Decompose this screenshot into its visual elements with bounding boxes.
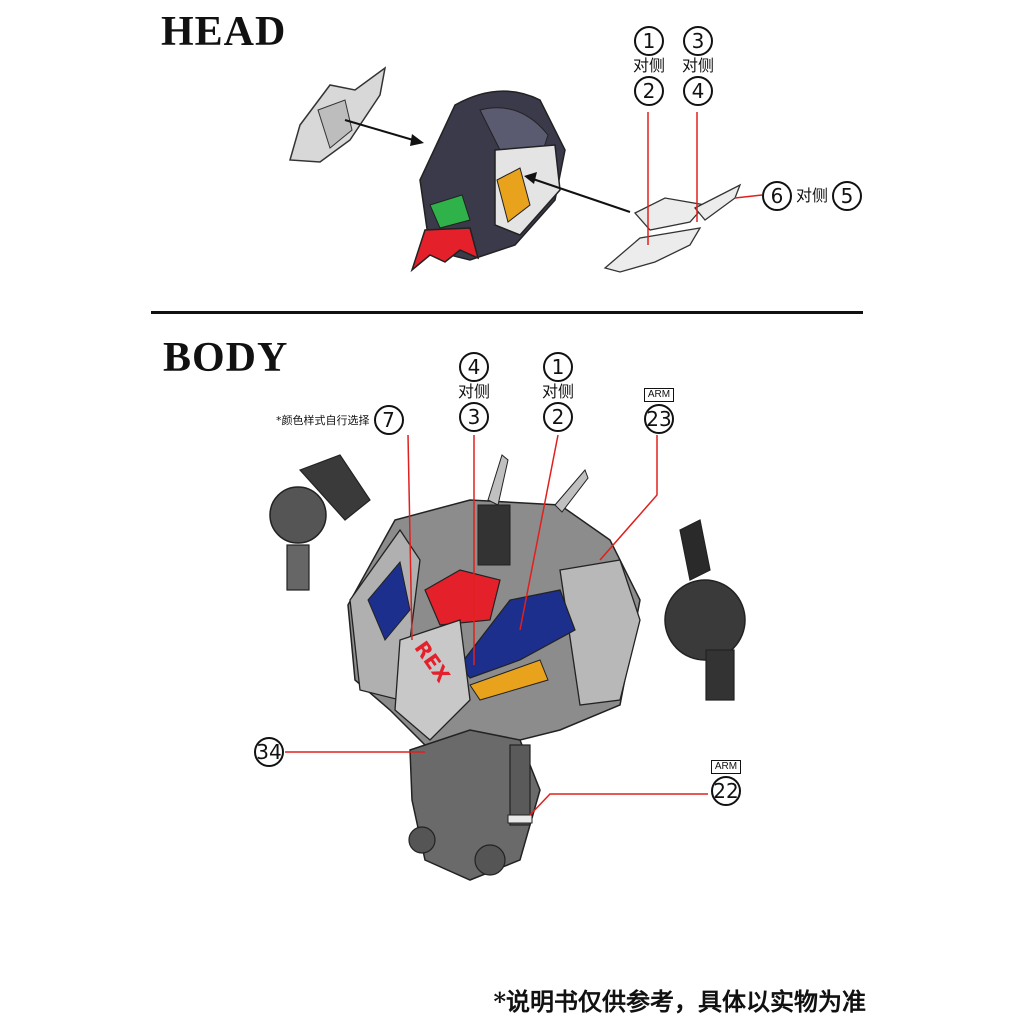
- head-helmet: [410, 90, 566, 273]
- part-number: 22: [711, 776, 741, 806]
- head-callout-pair: 6 对侧 5: [762, 181, 863, 211]
- body-torso: [269, 454, 746, 881]
- body-callout-34: 34: [254, 737, 284, 767]
- part-number: 1: [543, 352, 573, 382]
- part-number: 1: [634, 26, 664, 56]
- head-leader-lines: [647, 112, 763, 245]
- body-leader-lines: [285, 434, 708, 816]
- part-number: 4: [459, 352, 489, 382]
- arm-tag: ARM: [643, 388, 675, 402]
- opposite-side-label: 对侧: [541, 382, 574, 401]
- part-number: 6: [762, 181, 792, 211]
- arm-tag: ARM: [710, 760, 742, 774]
- opposite-side-label: 对侧: [632, 56, 665, 75]
- body-callout-4-3: 4 对侧 3: [452, 352, 496, 432]
- color-style-note: *颜色样式自行选择: [276, 414, 370, 427]
- part-number: 4: [683, 76, 713, 106]
- body-callout-arm-23: ARM 23: [637, 388, 681, 434]
- part-number: 34: [254, 737, 284, 767]
- body-callout-arm-22: ARM 22: [704, 760, 748, 806]
- arrow-line: [344, 119, 421, 143]
- body-callout-1-2: 1 对侧 2: [536, 352, 580, 432]
- head-callout-1: 1 对侧 2: [627, 26, 671, 106]
- head-fin-parts: [603, 183, 742, 273]
- body-title: BODY: [163, 335, 289, 381]
- head-title: HEAD: [161, 9, 287, 55]
- disclaimer-footer: *说明书仅供参考，具体以实物为准: [493, 987, 866, 1016]
- part-number: 2: [543, 402, 573, 432]
- head-callout-2: 3 对侧 4: [676, 26, 720, 106]
- part-number: 3: [459, 402, 489, 432]
- opposite-side-label: 对侧: [796, 186, 829, 205]
- part-number: 3: [683, 26, 713, 56]
- head-side-part: [289, 66, 387, 163]
- section-divider: [151, 311, 863, 314]
- part-number: 2: [634, 76, 664, 106]
- part-number: 23: [644, 404, 674, 434]
- body-callout-7: *颜色样式自行选择 7: [276, 405, 404, 435]
- part-number: 7: [373, 405, 404, 435]
- opposite-side-label: 对侧: [457, 382, 490, 401]
- part-number: 5: [832, 181, 863, 211]
- opposite-side-label: 对侧: [681, 56, 714, 75]
